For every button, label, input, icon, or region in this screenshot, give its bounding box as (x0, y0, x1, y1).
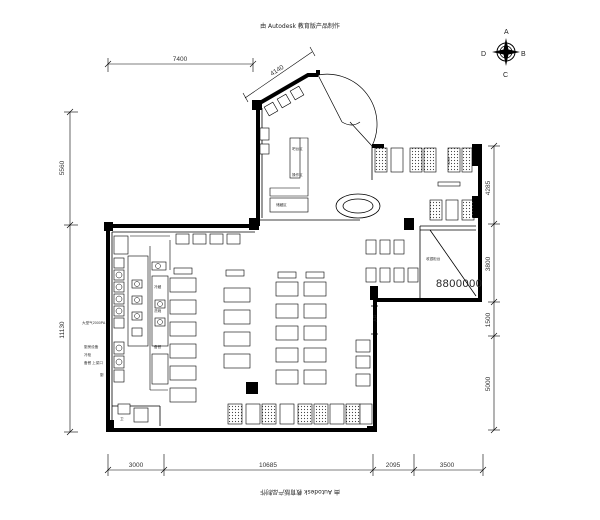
kitchen-label-mid3: 备餐 (154, 344, 162, 349)
compass-a: A (504, 29, 509, 36)
kitchen-note-4: 备餐 上菜口 (84, 360, 103, 365)
dim-top-width: 7400 (173, 56, 188, 63)
dim-bottom-3: 2095 (386, 462, 401, 469)
kitchen-note-1: 大型气2000PA (82, 320, 106, 325)
kitchen-door-label: 卫 (120, 417, 124, 421)
dim-right-3: 1500 (485, 312, 492, 327)
compass-c: C (503, 72, 508, 79)
bar-label-c: 储藏区 (276, 202, 287, 207)
kitchen-note-3: 冷柜 (84, 352, 92, 357)
dim-left-upper: 5560 (59, 160, 66, 175)
dimension-top (104, 58, 257, 72)
mid-right-tables (365, 239, 419, 283)
kitchen-note-2: 厨房设备 (84, 344, 99, 349)
dim-right-4: 5000 (485, 376, 492, 391)
dim-bottom-2: 10685 (259, 462, 277, 469)
oval-center-table (335, 193, 381, 219)
dimension-right (488, 142, 500, 434)
upper-room-furniture (259, 85, 309, 213)
top-right-booths (374, 147, 475, 221)
bar-label-b: 操作区 (292, 172, 303, 177)
kitchen-circles (115, 263, 163, 366)
structural-columns (104, 100, 481, 432)
hall-table-grid (169, 267, 371, 403)
kitchen-lines (130, 235, 171, 391)
side-entrance-label: 入口 (372, 314, 377, 322)
compass-b: B (521, 51, 526, 58)
dim-right-2: 3800 (485, 256, 492, 271)
interior-walls (111, 108, 477, 426)
wall-1200-label: 1200 (447, 157, 451, 165)
dim-bottom-1: 3000 (129, 462, 144, 469)
kitchen-label-bl: 厨 (100, 372, 104, 377)
dim-left-lower: 11130 (59, 321, 66, 338)
bar-label-a: 吧台区 (292, 146, 303, 151)
header-top-text: 由 Autodesk 教育版产品制作 (260, 22, 340, 30)
dim-bottom-4: 3500 (440, 462, 455, 469)
dimension-left (64, 108, 78, 436)
dimension-diag (242, 46, 316, 103)
dimension-bottom (104, 454, 487, 476)
compass-rose-icon: A B C D (481, 29, 526, 79)
compass-d: D (481, 51, 486, 58)
counter-code-label: 8800000 (436, 278, 482, 290)
entrance-door (317, 73, 378, 147)
bottom-booth-row (227, 403, 373, 425)
header-bottom-text: 由 Autodesk 教育版产品制作 (260, 488, 340, 496)
cashier-room-label: 收银柜台 (426, 256, 441, 261)
dim-right-1: 4285 (485, 180, 492, 195)
kitchen-equipment (113, 235, 169, 423)
kitchen-label-mid2: 洗碗 (154, 308, 162, 313)
kitchen-label-mid1: 冷藏 (154, 284, 162, 289)
hall-top-row-tables (175, 233, 241, 245)
